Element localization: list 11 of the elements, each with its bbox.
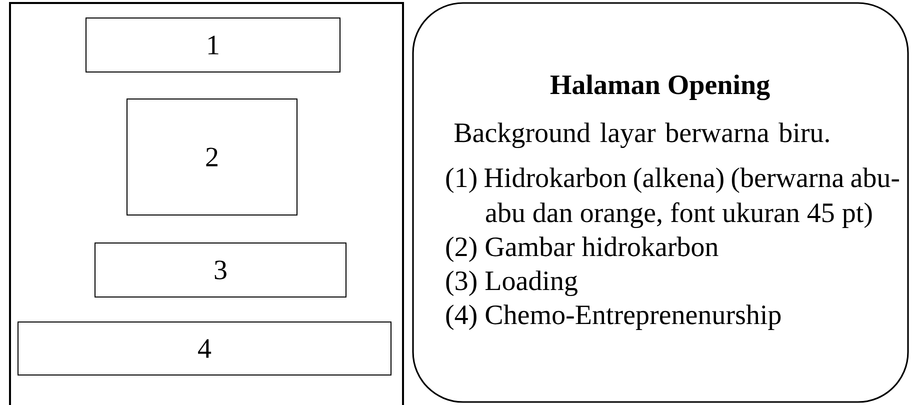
list-item: (1) Hidrokarbon (alkena) (berwarna abu-abu dan orange, font ukuran 45 pt): [446, 168, 900, 228]
layout-box: 2: [126, 98, 298, 216]
list-item: (3) Loading: [446, 270, 578, 296]
layout-box: 4: [18, 322, 392, 376]
layout-box: 3: [94, 242, 346, 298]
heading: Halaman Opening: [550, 74, 770, 100]
list-item: (4) Chemo-Entreprenenurship: [446, 304, 781, 330]
layout-box: 1: [86, 18, 340, 72]
screen-frame: [9, 2, 404, 405]
list-item: (2) Gambar hidrokarbon: [446, 236, 718, 262]
description-text: Background layar berwarna biru.: [454, 122, 829, 148]
